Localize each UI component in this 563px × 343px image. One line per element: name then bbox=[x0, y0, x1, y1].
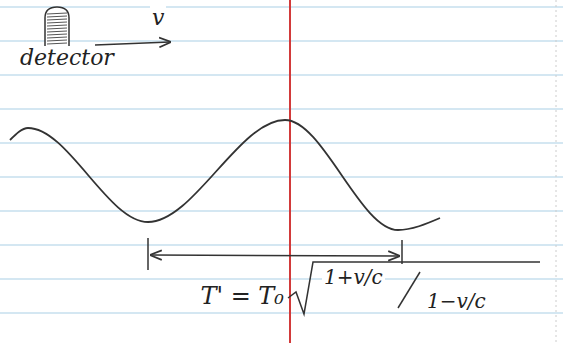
detector-label: detector bbox=[18, 46, 116, 70]
velocity-label: v bbox=[150, 6, 166, 30]
detector-symbol bbox=[45, 7, 69, 48]
page-edge bbox=[556, 0, 557, 343]
velocity-arrow bbox=[95, 42, 170, 45]
fraction-slash bbox=[398, 272, 420, 308]
formula-numerator: 1+v/c bbox=[322, 266, 385, 288]
ruled-lines bbox=[0, 7, 563, 313]
formula-denominator: 1−v/c bbox=[425, 290, 488, 312]
margin-line bbox=[289, 0, 291, 343]
formula-left: T' = T₀ bbox=[198, 283, 286, 309]
radical-sign bbox=[288, 262, 540, 314]
wave-curve bbox=[10, 120, 440, 230]
